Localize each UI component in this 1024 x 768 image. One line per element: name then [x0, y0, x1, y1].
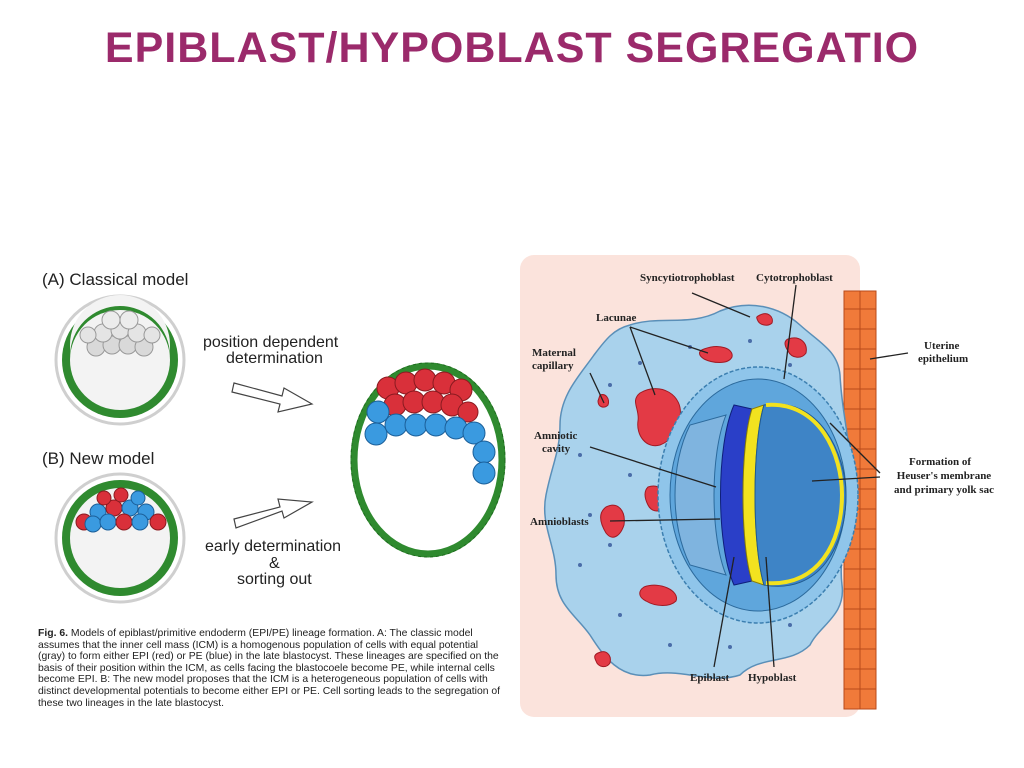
caption-fig-number: Fig. 6.	[38, 628, 69, 639]
label-syncytiotrophoblast: Syncytiotrophoblast	[640, 272, 735, 284]
label-capillary: capillary	[532, 360, 574, 372]
leader-lines	[589, 284, 909, 668]
label-cavity: cavity	[542, 443, 571, 455]
new-model-blastocyst	[54, 472, 186, 604]
arrow-upper	[231, 382, 314, 413]
label-amniotic: Amniotic	[534, 430, 578, 442]
late-blastocyst	[350, 362, 506, 558]
primary-yolk-sac	[754, 403, 847, 587]
label-lacunae: Lacunae	[596, 312, 636, 324]
classical-model-label: (A) Classical model	[42, 270, 189, 289]
label-primary-yolk-sac: and primary yolk sac	[894, 484, 994, 496]
position-dependent-label: position dependent	[203, 334, 339, 351]
embryo	[657, 366, 859, 624]
label-formation-of: Formation of	[909, 456, 971, 468]
early-determination-label: early determination	[205, 538, 342, 555]
label-epithelium: epithelium	[918, 353, 968, 365]
new-model-label: (B) New model	[42, 449, 155, 468]
label-hypoblast: Hypoblast	[748, 672, 797, 684]
lacunae	[594, 313, 807, 668]
icm-gray-cells	[70, 295, 170, 357]
label-cytotrophoblast: Cytotrophoblast	[756, 272, 833, 284]
label-heusers-membrane: Heuser's membrane	[897, 470, 992, 482]
pe-cells	[364, 400, 496, 485]
implantation-diagram: Syncytiotrophoblast Cytotrophoblast Lacu…	[520, 255, 994, 717]
amniotic-cavity	[674, 414, 727, 576]
label-epiblast: Epiblast	[690, 672, 729, 684]
determination-label: determination	[226, 350, 323, 367]
classical-blastocyst	[54, 294, 186, 426]
label-amnioblasts: Amnioblasts	[530, 516, 589, 528]
caption-text: Models of epiblast/primitive endoderm (E…	[38, 628, 501, 709]
label-maternal: Maternal	[532, 347, 576, 359]
slide-title: EPIBLAST/HYPOBLAST SEGREGATIO	[104, 24, 920, 72]
ampersand-label: &	[269, 555, 280, 572]
sorting-out-label: sorting out	[237, 571, 312, 588]
label-uterine: Uterine	[924, 340, 960, 352]
arrow-lower	[233, 498, 314, 529]
figure-caption: Fig. 6. Models of epiblast/primitive end…	[38, 628, 506, 709]
